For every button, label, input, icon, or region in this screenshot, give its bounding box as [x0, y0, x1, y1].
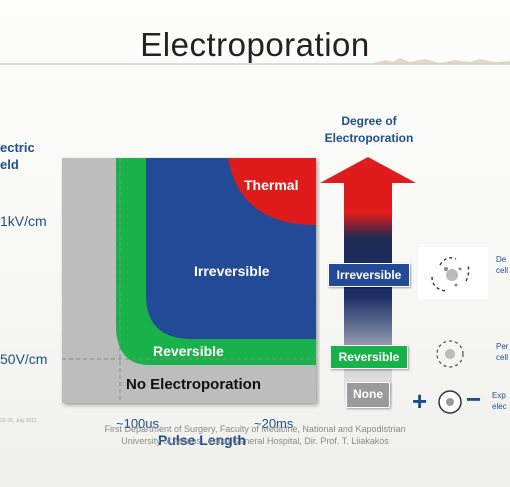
header-divider — [0, 58, 510, 65]
label-reversible: Reversible — [153, 343, 224, 359]
side-note-reversible: Per cell — [496, 342, 509, 362]
cell-reversible-image — [436, 340, 464, 368]
slide-title: Electroporation — [140, 26, 370, 63]
side-note-irreversible: De cell — [496, 255, 509, 275]
y-tick-high: 1kV/cm — [0, 213, 47, 229]
badge-irreversible: Irreversible — [328, 263, 410, 287]
degree-title: Degree of Electroporation — [324, 114, 414, 145]
y-tick-low: 50V/cm — [0, 351, 48, 367]
x-axis-label: Pulse Length — [158, 432, 246, 448]
footer-credit: First Department of Surgery, Faculty of … — [104, 424, 406, 446]
electroporation-chart — [62, 158, 316, 403]
minus-icon: − — [466, 384, 482, 414]
label-irreversible: Irreversible — [194, 263, 270, 279]
date-stamp: 22-26, July 2011 — [0, 418, 37, 424]
cell-none-image — [438, 390, 462, 414]
x-tick-20ms: ~20ms — [254, 416, 294, 431]
cell-irreversible-image — [418, 247, 488, 299]
region-thermal — [228, 158, 316, 225]
label-no-electroporation: No Electroporation — [126, 376, 262, 393]
x-tick-100us: ~100us — [116, 416, 160, 431]
badge-reversible: Reversible — [330, 345, 408, 369]
side-note-none: Exp elec — [492, 391, 507, 411]
badge-none: None — [346, 382, 390, 408]
plus-icon: + — [412, 386, 428, 416]
label-thermal: Thermal — [244, 177, 299, 193]
y-axis-label: ectric eld — [0, 140, 35, 172]
